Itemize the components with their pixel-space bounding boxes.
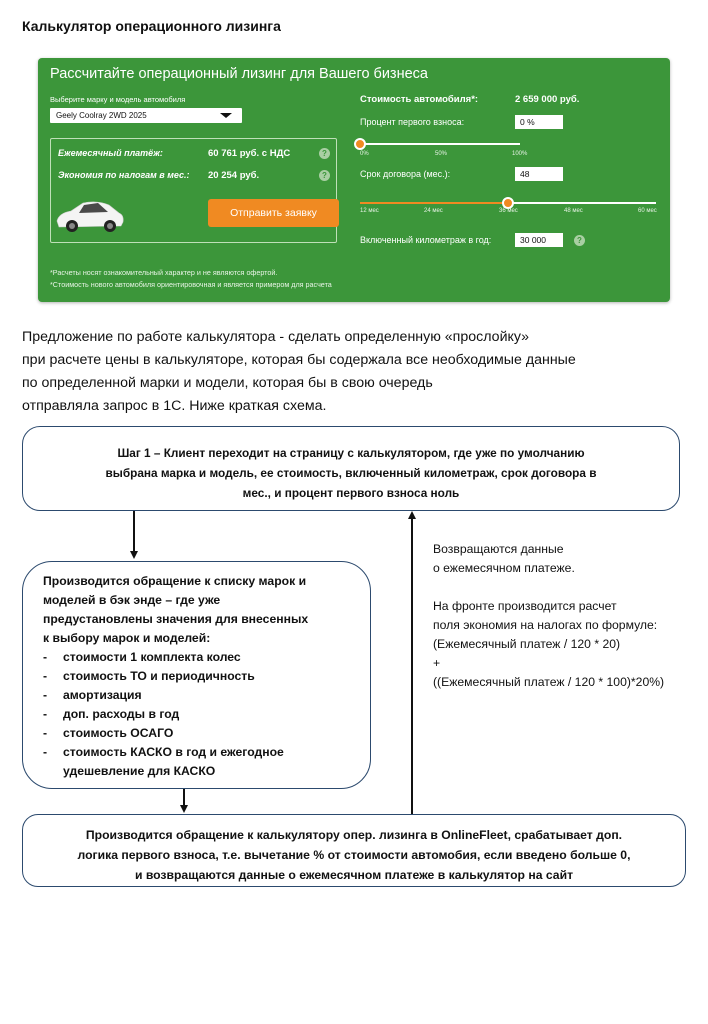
car-image (56, 201, 124, 232)
down-payment-label: Процент первого взноса: (360, 117, 465, 127)
help-icon[interactable]: ? (319, 148, 330, 159)
term-tick: 24 мес (424, 208, 443, 214)
list-item: -стоимость КАСКО в год и ежегодное удеше… (43, 745, 284, 778)
list-item: -доп. расходы в год (43, 707, 180, 721)
arrow-line (183, 789, 185, 805)
proposal-text: Предложение по работе калькулятора - сде… (22, 326, 702, 418)
term-input[interactable]: 48 (515, 167, 563, 181)
arrow-down-icon (130, 551, 138, 559)
step1-line: мес., и процент первого взноса ноль (242, 486, 460, 500)
return-text: о ежемесячном платеже. (433, 561, 575, 575)
step1-line: выбрана марка и модель, ее стоимость, вк… (105, 466, 597, 480)
term-tick: 60 мес (638, 208, 657, 214)
down-payment-tick: 0% (360, 151, 369, 157)
mileage-label: Включенный километраж в год: (360, 235, 492, 245)
proposal-line: при расчете цены в калькуляторе, которая… (22, 352, 576, 368)
term-tick: 48 мес (564, 208, 583, 214)
step3-box: Производится обращение к калькулятору оп… (22, 814, 686, 887)
arrow-line (411, 519, 413, 814)
side-annotation: Возвращаются данные о ежемесячном платеж… (433, 540, 664, 692)
down-payment-slider[interactable] (354, 138, 520, 150)
monthly-payment-value: 60 761 руб. с НДС (208, 148, 291, 159)
proposal-line: отправляла запрос в 1С. Ниже краткая схе… (22, 398, 327, 414)
disclaimer-note: *Стоимость нового автомобиля ориентирово… (50, 280, 332, 289)
leasing-calculator: Рассчитайте операционный лизинг для Ваше… (38, 58, 670, 302)
tax-savings-label: Экономия по налогам в мес.: (58, 170, 190, 180)
arrow-down-icon (180, 805, 188, 813)
step2-intro-line: моделей в бэк энде – где уже (43, 593, 221, 607)
list-item: -стоимость ОСАГО (43, 726, 174, 740)
proposal-line: по определенной марки и модели, которая … (22, 375, 433, 391)
term-tick: 36 мес (499, 208, 518, 214)
step2-intro-line: к выбору марок и моделей: (43, 631, 211, 645)
calc-text: На фронте производится расчет (433, 599, 617, 613)
down-payment-tick: 50% (435, 151, 448, 157)
term-knob[interactable] (502, 197, 514, 209)
step3-line: Производится обращение к калькулятору оп… (85, 828, 623, 842)
brand-model-select[interactable]: Geely Coolray 2WD 2025 (50, 108, 242, 123)
term-slider[interactable] (360, 197, 656, 209)
disclaimer-note: *Расчеты носят ознакомительный характер … (50, 268, 278, 277)
step3-line: и возвращаются данные о ежемесячном плат… (134, 868, 574, 882)
list-item: -стоимость ТО и периодичность (43, 669, 255, 683)
page-title: Калькулятор операционного лизинга (22, 18, 281, 34)
calculator-heading: Рассчитайте операционный лизинг для Ваше… (50, 66, 428, 82)
down-payment-knob[interactable] (354, 138, 366, 150)
term-fill (360, 202, 508, 204)
help-icon[interactable]: ? (319, 170, 330, 181)
help-icon[interactable]: ? (574, 235, 585, 246)
step1-line: Шаг 1 – Клиент переходит на страницу с к… (117, 446, 585, 460)
plus-text: + (433, 656, 441, 670)
result-box: Ежемесячный платёж: 60 761 руб. с НДС ? … (50, 138, 339, 243)
return-text: Возвращаются данные (433, 542, 564, 556)
down-payment-input[interactable]: 0 % (515, 115, 563, 129)
step2-intro-line: Производится обращение к списку марок и (43, 574, 307, 588)
step2-box: Производится обращение к списку марок и … (22, 561, 371, 789)
list-item: -амортизация (43, 688, 142, 702)
car-cost-value: 2 659 000 руб. (515, 94, 580, 105)
term-label: Срок договора (мес.): (360, 169, 451, 179)
calc-text: поля экономия на налогах по формуле: (433, 618, 658, 632)
brand-model-value: Geely Coolray 2WD 2025 (56, 111, 147, 120)
step2-intro-line: предустановлены значения для внесенных (43, 612, 309, 626)
list-item: -стоимости 1 комплекта колес (43, 650, 241, 664)
step3-line: логика первого взноса, т.е. вычетание % … (77, 848, 631, 862)
monthly-payment-label: Ежемесячный платёж: (58, 148, 163, 158)
arrow-line (133, 511, 135, 551)
step1-box: Шаг 1 – Клиент переходит на страницу с к… (22, 426, 680, 511)
brand-label: Выберите марку и модель автомобиля (50, 95, 186, 104)
proposal-line: Предложение по работе калькулятора - сде… (22, 329, 530, 345)
formula-text: (Ежемесячный платеж / 120 * 20) (433, 637, 621, 651)
mileage-input[interactable]: 30 000 (515, 233, 563, 247)
down-payment-tick: 100% (512, 151, 528, 157)
backend-values-list: -стоимости 1 комплекта колес -стоимость … (43, 648, 333, 781)
term-tick: 12 мес (360, 208, 379, 214)
arrow-up-icon (408, 511, 416, 519)
tax-savings-value: 20 254 руб. (208, 170, 260, 181)
formula-text: ((Ежемесячный платеж / 120 * 100)*20%) (433, 675, 665, 689)
chevron-down-icon (220, 113, 232, 118)
car-cost-label: Стоимость автомобиля*: (360, 94, 479, 105)
send-request-button[interactable]: Отправить заявку (208, 199, 339, 227)
